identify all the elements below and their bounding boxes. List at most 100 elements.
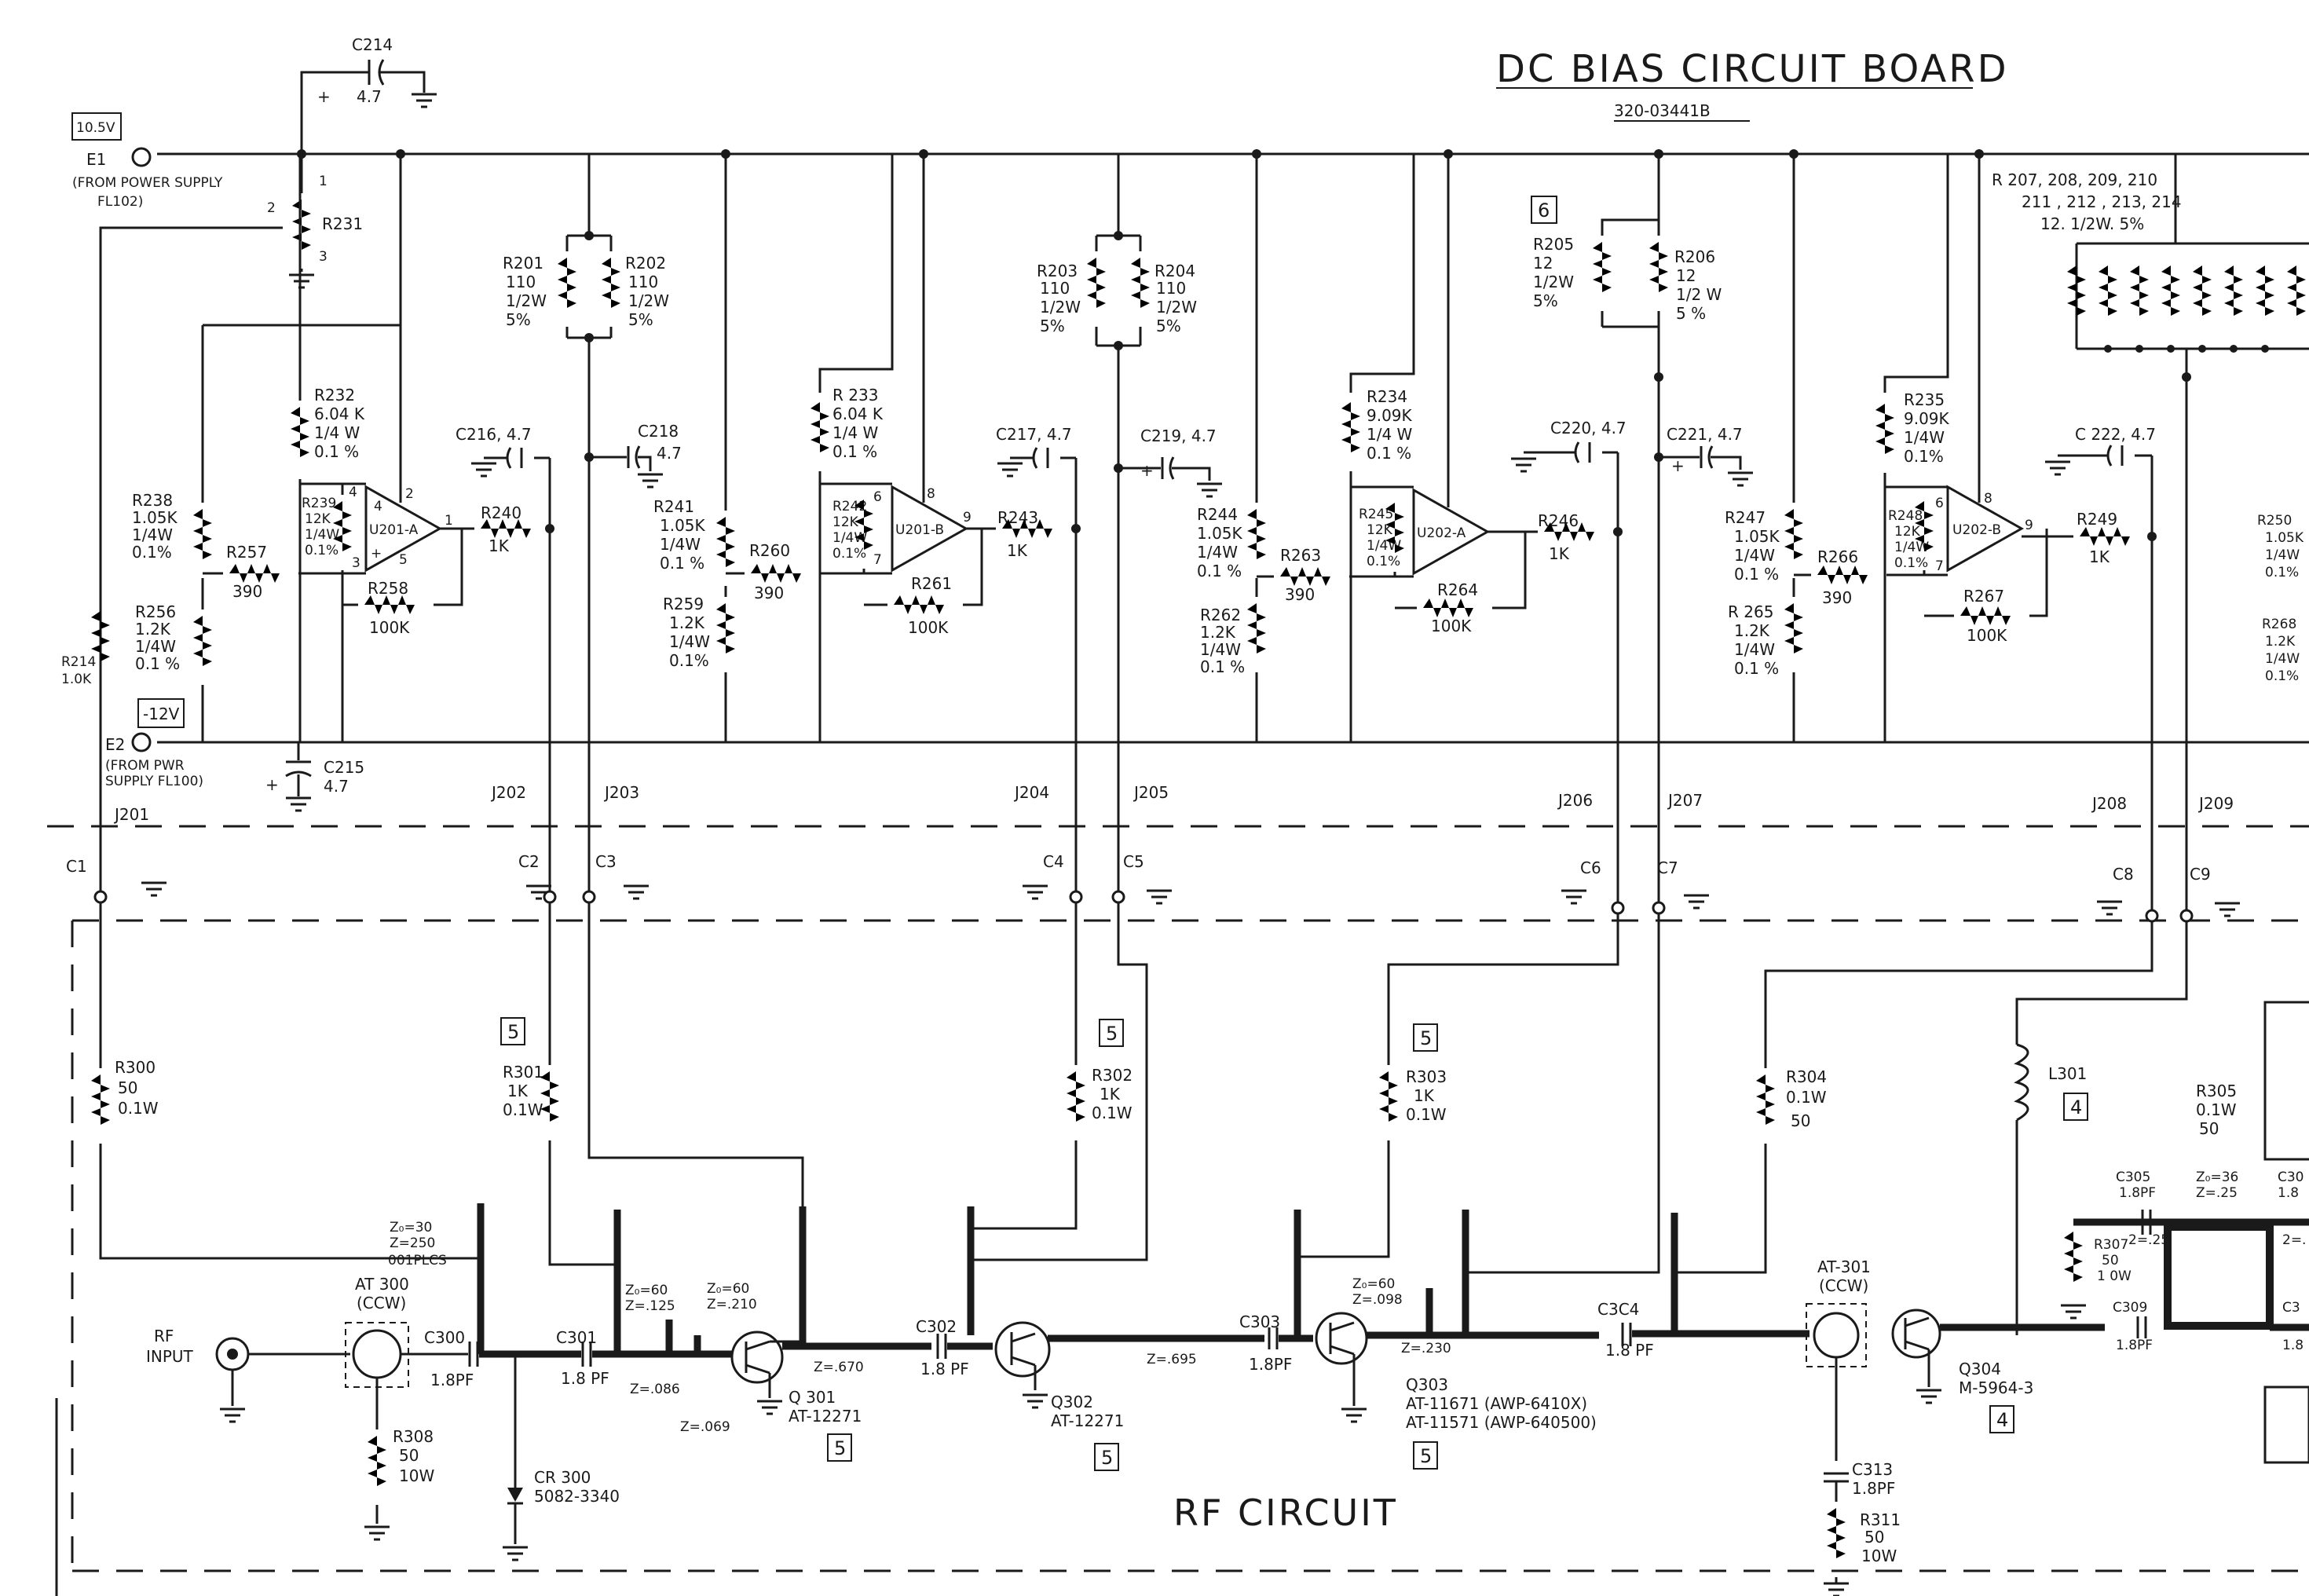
u201a-pin3: 3 <box>352 555 360 571</box>
r268-label: R268 <box>2262 617 2296 632</box>
r241-value: 1.05K <box>660 516 706 535</box>
c9-label: C9 <box>2190 865 2211 884</box>
z-d-2: Z=.25 <box>2196 1185 2238 1201</box>
r262-label: R262 <box>1200 606 1241 624</box>
r243-label: R243 <box>997 508 1038 527</box>
r232-value: 6.04 K <box>314 404 365 423</box>
r300-label: R300 <box>115 1058 156 1077</box>
r204-tolerance: 5% <box>1156 317 1181 335</box>
c309-label: C309 <box>2113 1300 2147 1316</box>
r206-power: 1/2 W <box>1676 285 1722 304</box>
u202a-label: U202-A <box>1417 525 1466 541</box>
output-network-box <box>2164 1223 2274 1330</box>
r238-tolerance: 0.1% <box>132 543 172 562</box>
r259-tolerance: 0.1% <box>669 651 709 670</box>
u201a-pin2: 2 <box>405 486 414 502</box>
u202b-pin7: 7 <box>1935 558 1944 574</box>
j205-label: J205 <box>1133 783 1169 802</box>
r304-power: 0.1W <box>1786 1088 1827 1107</box>
e2-source-1: (FROM PWR <box>105 758 185 774</box>
z-in-1: Z₀=30 <box>390 1220 432 1235</box>
r261-value: 100K <box>908 618 949 637</box>
r241-label: R241 <box>653 497 694 516</box>
e2-source-2: SUPPLY FL100) <box>105 774 203 789</box>
c214-value: 4.7 <box>357 87 382 106</box>
r267-value: 100K <box>1967 626 2007 645</box>
c214-plus: + <box>317 87 331 106</box>
r265-tolerance: 0.1 % <box>1734 659 1779 678</box>
at300-label: AT 300 <box>355 1275 409 1294</box>
rbank-label-2: 211 , 212 , 213, 214 <box>2022 192 2182 211</box>
r244-value: 1.05K <box>1197 524 1243 543</box>
r233-value: 6.04 K <box>832 404 884 423</box>
at301-box <box>1806 1303 1867 1367</box>
note-5-marker-4: 5 <box>834 1437 846 1459</box>
r260-label: R260 <box>749 541 790 560</box>
z-a-2: Z=.125 <box>625 1298 675 1314</box>
z-in-2: Z=250 <box>390 1235 435 1251</box>
r257-label: R257 <box>226 543 267 562</box>
j203-label: J203 <box>603 783 639 802</box>
j208-label: J208 <box>2091 794 2127 813</box>
r201-tolerance: 5% <box>506 310 531 329</box>
e2-voltage-box <box>137 698 185 728</box>
r202-power: 1/2W <box>628 291 669 310</box>
c2-label: C2 <box>518 852 540 871</box>
at301-label: AT-301 <box>1817 1257 1871 1276</box>
r264-label: R264 <box>1437 580 1478 599</box>
c300-label: C300 <box>424 1328 465 1347</box>
c4-label: C4 <box>1043 852 1064 871</box>
q303-part-2: AT-11571 (AWP-640500) <box>1406 1413 1597 1432</box>
c302-value: 1.8 PF <box>920 1360 969 1378</box>
z-small-1: 2=.25 <box>2128 1232 2169 1248</box>
bias-stage-4: U202-B R235 9.09K 1/4W 0.1% R248 12K 1/4… <box>1794 149 2309 825</box>
r233-tolerance: 0.1 % <box>832 442 877 461</box>
svg-text:+: + <box>1671 456 1685 475</box>
rf-section-title: RF CIRCUIT <box>1173 1492 1398 1534</box>
r201-value: 110 <box>506 273 536 291</box>
e1-voltage: 10.5V <box>76 120 115 136</box>
r266-label: R266 <box>1817 547 1858 566</box>
cr300-label: CR 300 <box>534 1468 591 1487</box>
note-5-box-2 <box>1099 1019 1124 1047</box>
u201b-pin8: 8 <box>927 486 935 502</box>
r257-value: 390 <box>232 582 262 601</box>
u201a-pin5: 5 <box>399 552 408 568</box>
r240-value: 1K <box>489 536 510 555</box>
r250-power: 1/4W <box>2265 547 2300 563</box>
r265-value: 1.2K <box>1734 621 1770 640</box>
note-5-marker-6: 5 <box>1420 1445 1432 1467</box>
r258-label: R258 <box>368 579 408 598</box>
r304-label: R304 <box>1786 1067 1827 1086</box>
note-5-box-5 <box>1094 1443 1119 1471</box>
c300-value: 1.8PF <box>430 1371 474 1389</box>
j207-label: J207 <box>1667 791 1703 810</box>
r214-label: R214 <box>61 654 96 670</box>
svg-text:C3: C3 <box>2282 1300 2300 1316</box>
r248-power: 1/4W <box>1894 540 1929 555</box>
note-5-box-6 <box>1413 1441 1438 1470</box>
c5-label: C5 <box>1123 852 1144 871</box>
u201a-pin4: 4 <box>349 485 357 500</box>
l301-label: L301 <box>2048 1064 2087 1083</box>
r262-tolerance: 0.1 % <box>1200 657 1245 676</box>
q301-symbol <box>730 1331 784 1384</box>
note-5-marker-3: 5 <box>1420 1027 1432 1049</box>
r242-value: 12K <box>832 514 859 530</box>
z-in-3: 001PLCS <box>388 1253 447 1268</box>
output-partial-box <box>2263 1386 2309 1464</box>
r301-value: 1K <box>507 1082 529 1100</box>
u201a-label: U201-A <box>369 522 419 538</box>
z-695: Z=.695 <box>1147 1352 1197 1367</box>
note-4-marker-2: 4 <box>1996 1409 2008 1431</box>
r249-label: R249 <box>2077 510 2117 529</box>
c219-label: C219, 4.7 <box>1140 426 1217 445</box>
r250-label: R250 <box>2257 513 2292 529</box>
r232-tolerance: 0.1 % <box>314 442 359 461</box>
c218-label: C218 <box>638 422 679 441</box>
r311-value: 50 <box>1864 1528 1884 1547</box>
bias-stage-3: U202-A R234 9.09K 1/4 W 0.1 % R245 12K 1… <box>1257 149 1803 825</box>
r268-tolerance: 0.1% <box>2265 668 2299 684</box>
r203-power: 1/2W <box>1040 298 1081 317</box>
